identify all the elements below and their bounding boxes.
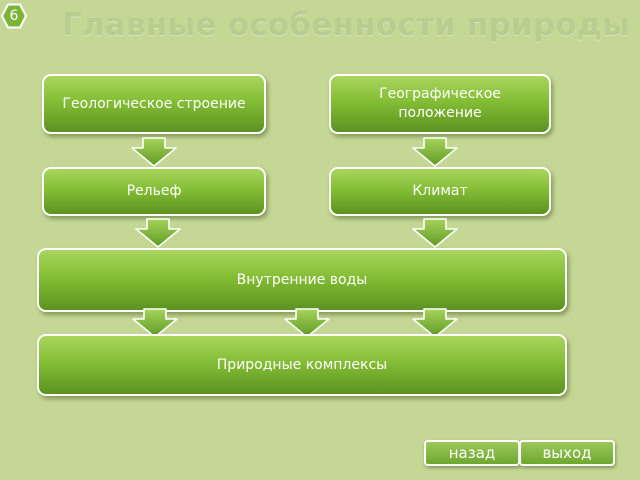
slide-number-badge: 6	[1, 3, 27, 29]
slide-number: 6	[9, 8, 19, 24]
down-arrow-icon	[135, 218, 181, 248]
down-arrow-icon	[131, 137, 177, 167]
inland-waters-label: Внутренние воды	[236, 271, 368, 288]
climate-label: Климат	[412, 183, 468, 199]
relief-box: Рельеф	[42, 167, 266, 216]
climate-box: Климат	[329, 167, 551, 216]
relief-label: Рельеф	[126, 183, 182, 199]
natural-complexes-box: Природные комплексы	[37, 334, 567, 396]
geography-label: Географическое положение	[379, 86, 501, 121]
natural-complexes-label: Природные комплексы	[216, 356, 388, 373]
down-arrow-icon	[412, 137, 458, 167]
back-button[interactable]: назад	[424, 440, 520, 466]
exit-button[interactable]: выход	[519, 440, 615, 466]
page-title: Главные особенности природы	[62, 7, 631, 43]
geology-label: Геологическое строение	[62, 95, 246, 112]
inland-waters-box: Внутренние воды	[37, 248, 567, 312]
hexagon-icon	[1, 3, 27, 29]
down-arrow-icon	[412, 218, 458, 248]
geology-box: Геологическое строение	[42, 74, 266, 134]
geography-box: Географическое положение	[329, 74, 551, 134]
